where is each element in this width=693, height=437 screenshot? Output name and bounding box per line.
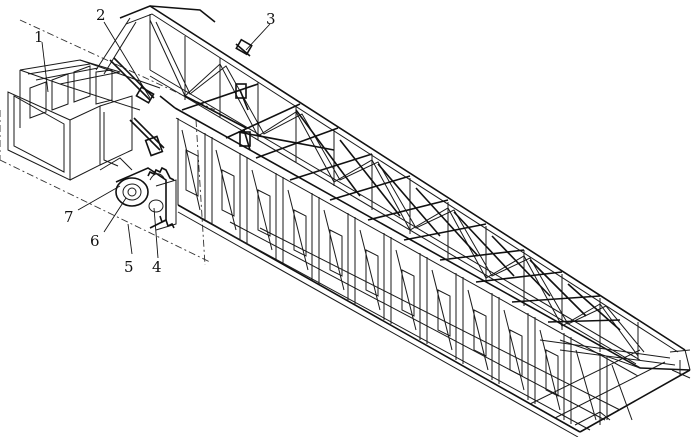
- leader-7: [77, 185, 121, 211]
- leader-lines: [41, 21, 271, 259]
- truss-bottom-chords: [177, 204, 691, 437]
- leader-2: [103, 21, 151, 99]
- callout-5: 5: [124, 258, 134, 276]
- leader-4: [153, 207, 159, 259]
- callout-labels: 1 2 3 4 5 6 7: [34, 6, 276, 276]
- callout-6: 6: [90, 232, 100, 250]
- near-truss-panels: [177, 118, 633, 425]
- hydraulic-cylinders: [109, 38, 253, 157]
- callout-7: 7: [64, 208, 74, 226]
- leader-5: [127, 223, 133, 255]
- leader-6: [103, 197, 127, 233]
- hinge-assembly: [99, 112, 177, 231]
- pedestal-frame: [7, 59, 161, 181]
- far-truss-panels: [149, 14, 645, 365]
- reference-lines: [0, 19, 216, 266]
- callout-3: 3: [266, 10, 276, 28]
- callout-2: 2: [96, 6, 106, 24]
- leader-1: [41, 41, 49, 93]
- top-cross-bracing: [181, 83, 621, 331]
- deck-floor: [199, 217, 676, 431]
- callout-1: 1: [34, 28, 44, 46]
- callout-4: 4: [152, 258, 162, 276]
- right-end-frame: [669, 349, 691, 379]
- leader-3: [245, 23, 271, 51]
